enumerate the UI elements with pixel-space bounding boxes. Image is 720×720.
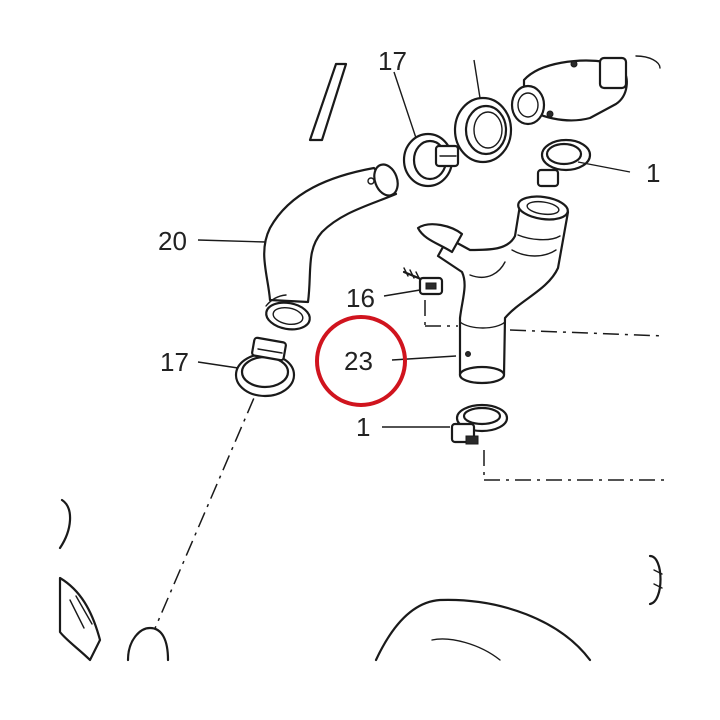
hose-clamp-1-upper (536, 138, 592, 188)
callout-16: 16 (346, 283, 375, 313)
rubber-sleeve (453, 96, 513, 164)
hose-clamp-17-lower (234, 336, 296, 398)
callout-23: 23 (344, 346, 373, 376)
thermostat-housing (510, 55, 661, 126)
callout-1-lower: 1 (356, 412, 370, 442)
hose-clamp-1-lower (450, 403, 509, 445)
y-connector-23 (416, 195, 570, 385)
callout-1-top-right: 1 (646, 158, 660, 188)
rod (308, 62, 348, 142)
callout-labels: 17 1 20 16 17 23 1 (158, 46, 660, 442)
hose-clamp-17-upper (402, 132, 460, 188)
callout-17-lower: 17 (160, 347, 189, 377)
hose-20 (263, 163, 399, 331)
highlight-ring-part-23 (315, 315, 407, 407)
leader-lines (197, 59, 631, 428)
callout-17-top: 17 (378, 46, 407, 76)
clip-16 (402, 267, 444, 296)
callout-20: 20 (158, 226, 187, 256)
assembly-centerlines (149, 300, 665, 641)
engine-partial-bottom (58, 498, 663, 662)
